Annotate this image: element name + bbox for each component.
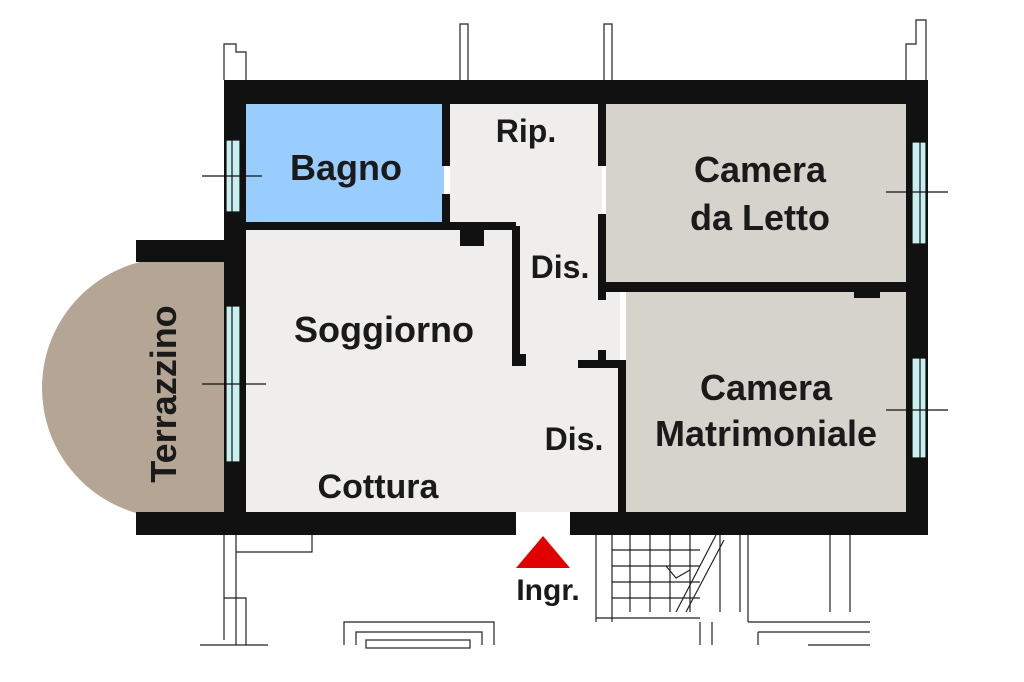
label-disimpegno-top: Dis. [531,249,590,285]
label-camera-matrimoniale-1: Camera [700,367,833,408]
terrazzino-fill [42,262,225,514]
window-camera-matrimoniale [911,357,927,459]
room-fills [42,104,906,514]
label-terrazzino: Terrazzino [143,305,184,482]
label-camera-letto-2: da Letto [690,197,830,238]
surrounding-context-lines [200,19,927,649]
label-camera-letto-1: Camera [694,149,827,190]
room-labels: Bagno Rip. Dis. Camera da Letto Soggiorn… [143,113,877,607]
window-lines [202,140,948,462]
bagno-fill [246,104,444,222]
camera-letto-fill [606,104,906,282]
camera-matrimoniale-fill [626,292,906,512]
label-bagno: Bagno [290,147,402,188]
label-camera-matrimoniale-2: Matrimoniale [655,413,877,454]
label-soggiorno: Soggiorno [294,309,474,350]
label-cottura: Cottura [318,468,440,506]
label-ingresso: Ingr. [516,574,579,607]
label-disimpegno-bottom: Dis. [545,421,604,457]
entrance-arrow-icon [516,536,570,568]
window-camera-letto [911,141,927,245]
entrance-door-gap [516,512,570,535]
label-ripostiglio: Rip. [496,113,556,149]
